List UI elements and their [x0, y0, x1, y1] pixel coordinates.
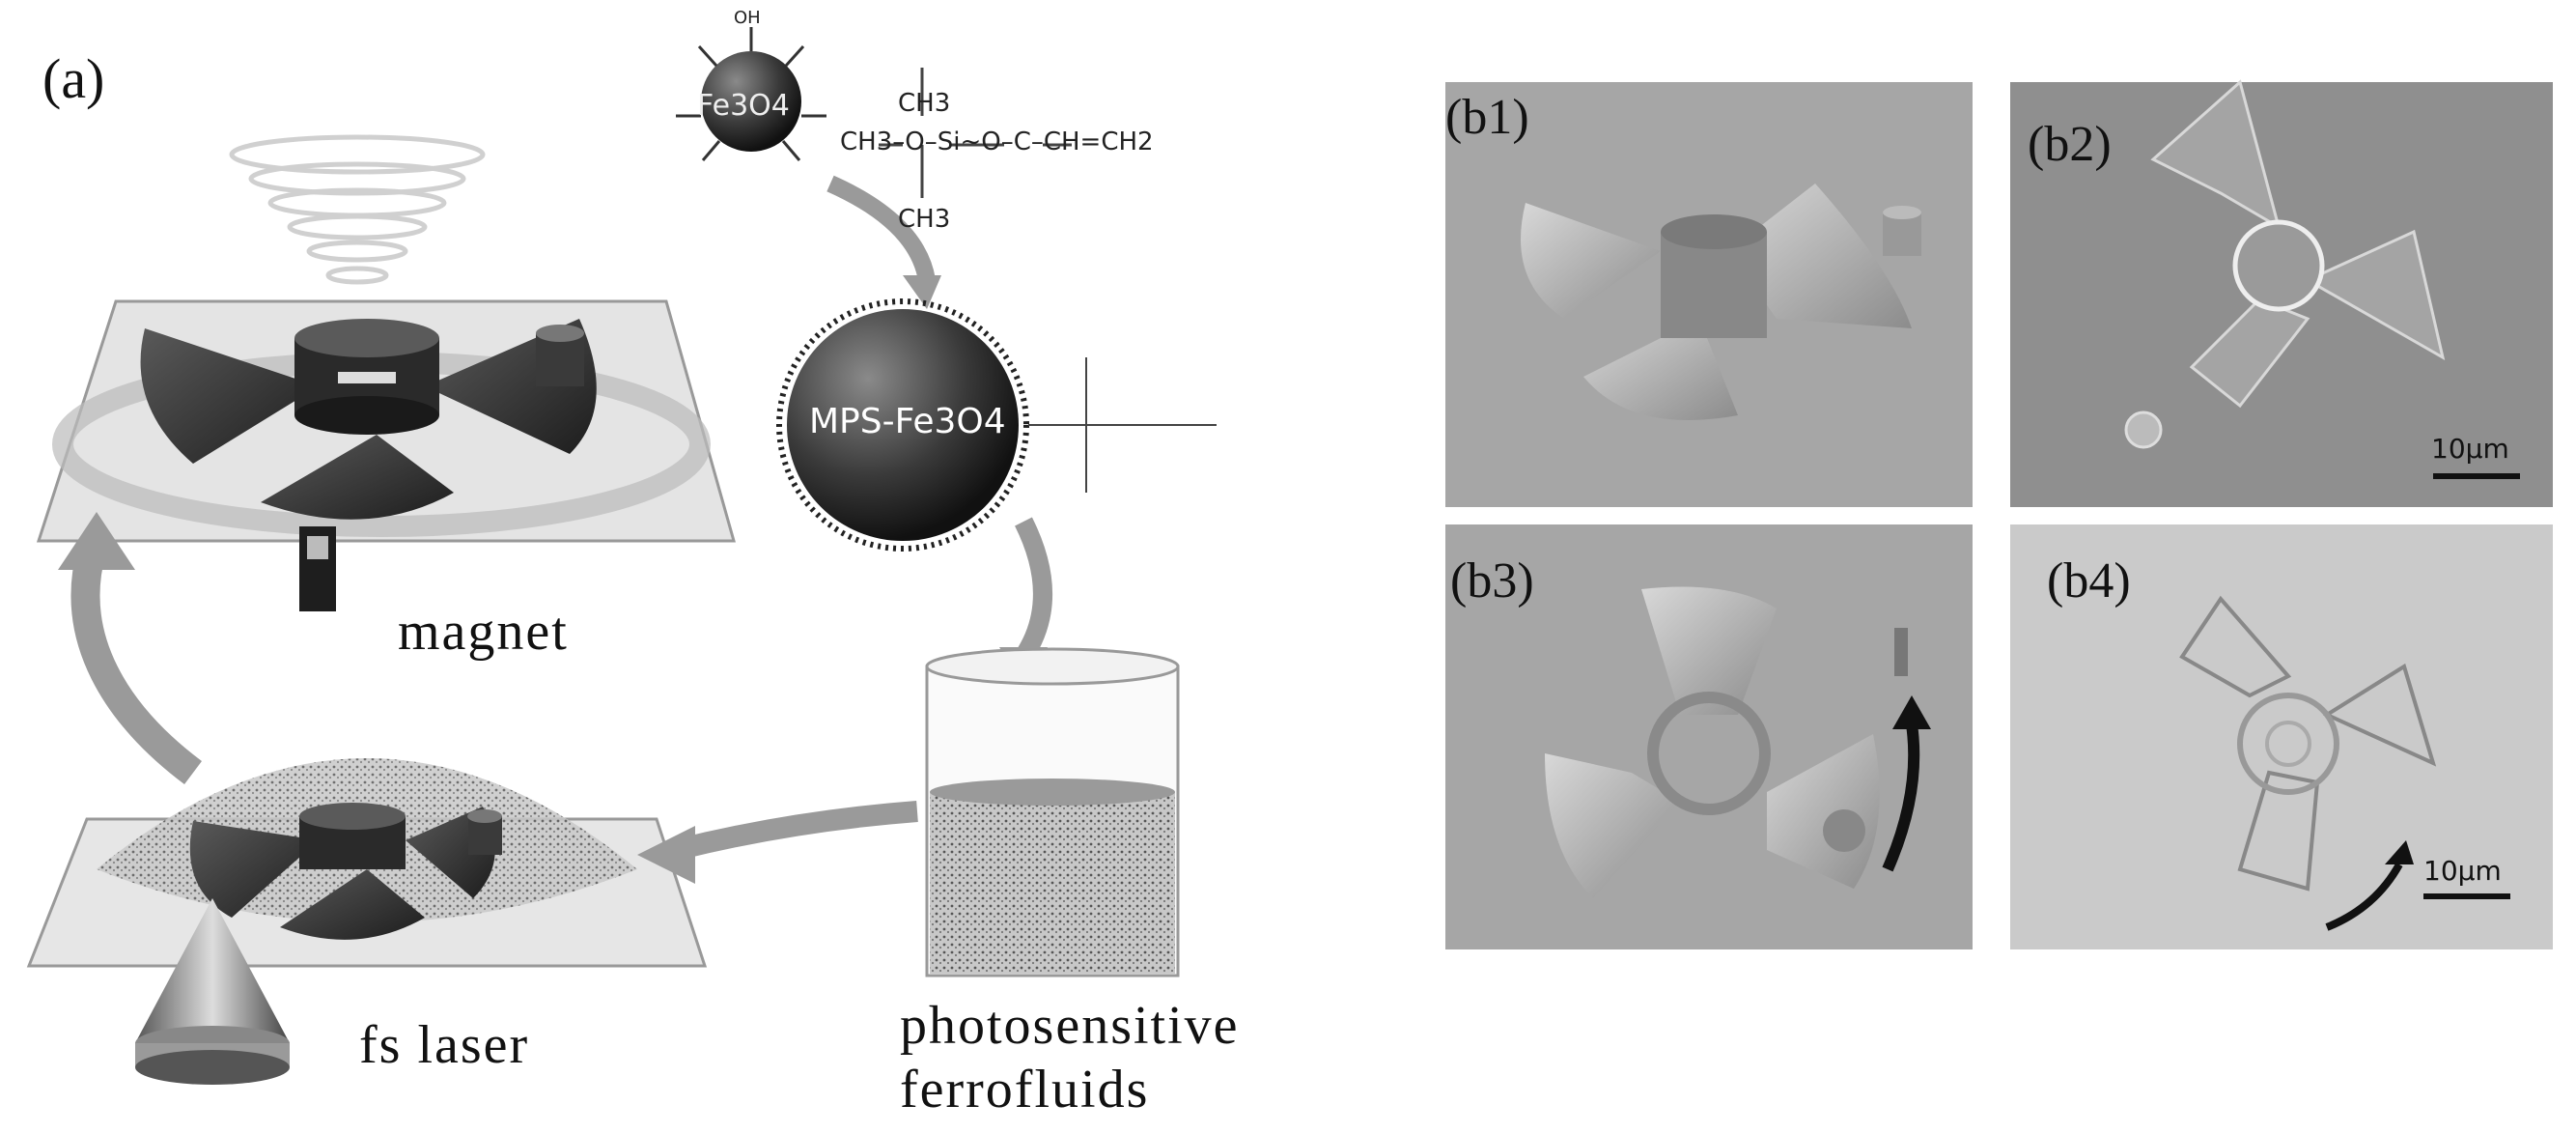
rotation-arrow-icon [2325, 863, 2403, 931]
process-arrow [673, 801, 918, 861]
fe3o4-label: Fe3O4 [697, 89, 790, 123]
fe3o4-particle [676, 27, 826, 161]
fluid-caption-line1: photosensitive [900, 996, 1240, 1056]
panel-b2-label: (b2) [2028, 117, 2112, 172]
fabrication-assembly [26, 758, 708, 1085]
methyl-label-top: CH3 [898, 89, 951, 118]
panel-b4-label: (b4) [2047, 553, 2131, 609]
process-arrow [1015, 517, 1052, 663]
rotor-blade [261, 435, 454, 520]
panel-b1-label: (b1) [1445, 90, 1529, 145]
panel-b3-label: (b3) [1450, 553, 1534, 609]
magnet-assembly [36, 134, 736, 611]
panel-b3 [1445, 524, 1973, 949]
fluid-caption-line2: ferrofluids [900, 1060, 1150, 1119]
panel-a-label: (a) [42, 47, 105, 110]
scale-bar [2423, 893, 2510, 899]
silane-molecule [879, 68, 1072, 198]
panel-b1 [1445, 82, 1973, 507]
hydroxyl-label: OH [734, 8, 761, 28]
beaker-icon [925, 647, 1180, 977]
scale-bar [2433, 473, 2520, 479]
laser-beam-icon [135, 898, 290, 1043]
panel-b4 [2010, 524, 2553, 949]
scale-label-b4: 10μm [2423, 855, 2502, 887]
panel-b2 [2010, 79, 2553, 507]
process-arrow [70, 546, 203, 784]
rotor-blade [140, 328, 319, 464]
methyl-label-bottom: CH3 [898, 205, 951, 234]
rotation-arrow-icon [1882, 723, 1920, 872]
scale-label-b2: 10μm [2431, 433, 2509, 465]
laser-caption: fs laser [359, 1015, 530, 1075]
silane-tail [1028, 357, 1217, 493]
magnet-caption: magnet [398, 602, 569, 662]
process-arrow [826, 175, 936, 282]
arrow-head [58, 512, 135, 570]
mps-fe3o4-particle [776, 298, 1029, 552]
vortex-icon [229, 134, 486, 285]
silane-chain-label: CH3–O–Si~O–C–CH=CH2 [840, 127, 1154, 156]
mps-fe3o4-label: MPS-Fe3O4 [809, 402, 1006, 441]
